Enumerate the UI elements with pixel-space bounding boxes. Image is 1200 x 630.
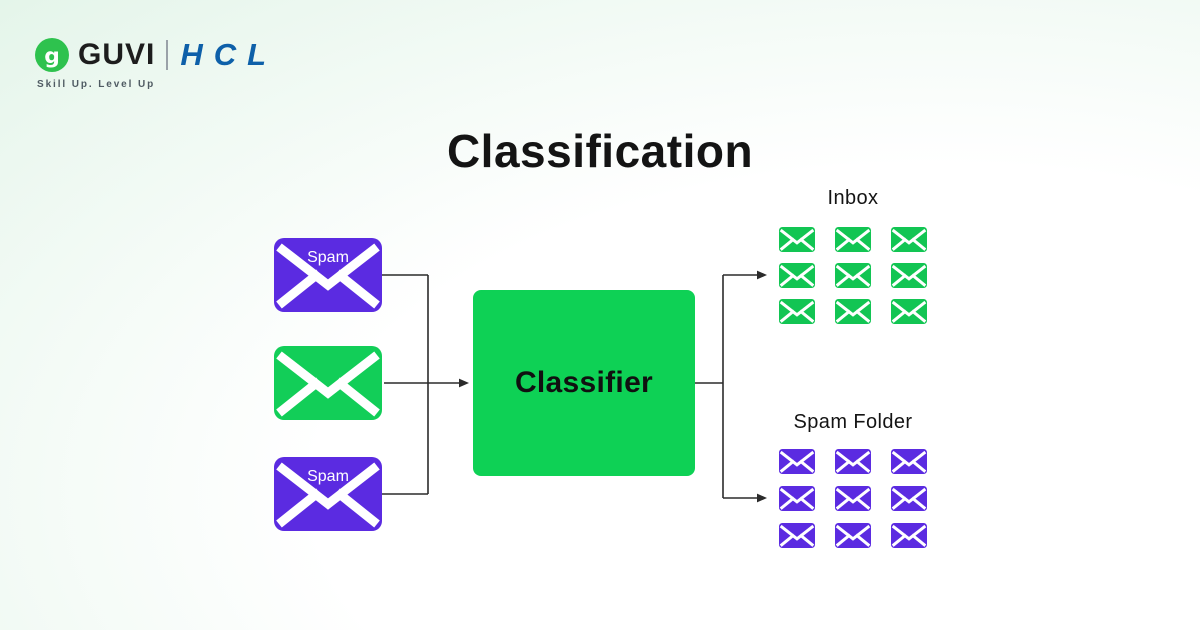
inbox-label: Inbox [827, 187, 879, 209]
input-envelope-normal [274, 346, 382, 420]
arrowhead [757, 493, 767, 503]
guvi-wordmark: GUVI [78, 38, 156, 71]
output-connector-lines [695, 270, 767, 503]
brand-tagline: Skill Up. Level Up [37, 79, 156, 90]
arrowhead [757, 270, 767, 280]
envelope-icon [891, 486, 927, 511]
envelope-icon [779, 299, 815, 324]
envelope-icon [891, 227, 927, 252]
input-connector-lines [382, 274, 469, 495]
spam-folder-label: Spam Folder [793, 411, 913, 433]
brand-logo: g GUVI HCL [35, 37, 277, 73]
classifier-box: Classifier [473, 290, 695, 476]
page-title: Classification [446, 125, 754, 177]
input-envelope-spam-2: Spam [274, 457, 382, 531]
envelope-icon [835, 449, 871, 474]
hcl-wordmark: HCL [180, 37, 278, 72]
envelope-icon: Spam [274, 457, 382, 531]
envelope-icon [835, 523, 871, 548]
envelope-icon [835, 299, 871, 324]
envelope-icon [779, 263, 815, 288]
envelope-icon [891, 449, 927, 474]
envelope-icon [779, 523, 815, 548]
input-envelope-spam-1: Spam [274, 238, 382, 312]
classifier-label: Classifier [514, 366, 654, 399]
envelope-icon [891, 299, 927, 324]
envelope-icon [835, 227, 871, 252]
envelope-icon [891, 263, 927, 288]
spam-folder-envelope-grid [779, 449, 927, 548]
svg-text:g: g [44, 44, 60, 69]
envelope-icon [779, 227, 815, 252]
envelope-icon [835, 486, 871, 511]
arrowhead [459, 378, 469, 388]
envelope-icon [274, 346, 382, 420]
logo-divider [166, 40, 169, 70]
envelope-icon: Spam [274, 238, 382, 312]
envelope-icon [779, 449, 815, 474]
envelope-icon [779, 486, 815, 511]
svg-text:Spam: Spam [307, 249, 349, 266]
guvi-logo-icon: g [35, 38, 69, 72]
inbox-envelope-grid [779, 227, 927, 324]
envelope-icon [835, 263, 871, 288]
envelope-icon [891, 523, 927, 548]
svg-text:Spam: Spam [307, 468, 349, 485]
